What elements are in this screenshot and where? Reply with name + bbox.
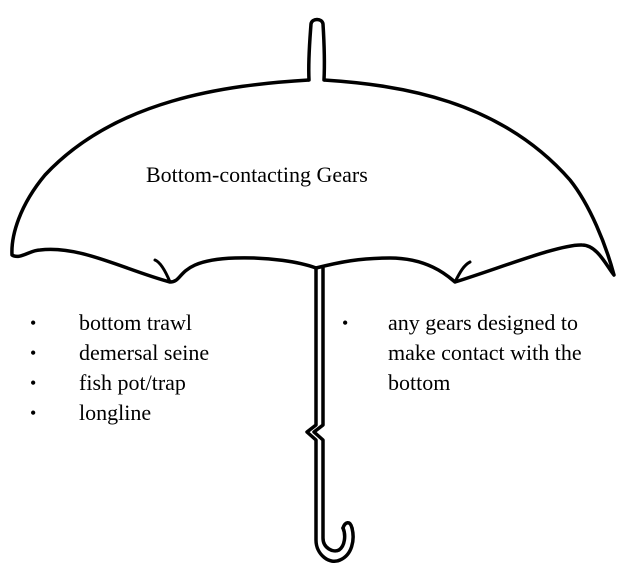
list-item: • any gears designed to make contact wit… [342, 308, 588, 398]
left-gear-list: • bottom trawl • demersal seine • fish p… [30, 308, 209, 428]
bullet-icon: • [30, 368, 79, 398]
list-item-text: demersal seine [79, 338, 209, 368]
list-item-text: any gears designed to make contact with … [388, 308, 588, 398]
list-item: • bottom trawl [30, 308, 209, 338]
list-item: • fish pot/trap [30, 368, 209, 398]
list-item-text: bottom trawl [79, 308, 192, 338]
list-item-text: longline [79, 398, 151, 428]
bullet-icon: • [30, 308, 79, 338]
diagram-title: Bottom-contacting Gears [146, 160, 368, 190]
list-item-text: fish pot/trap [79, 368, 186, 398]
right-gear-list: • any gears designed to make contact wit… [342, 308, 588, 398]
bullet-icon: • [30, 398, 79, 428]
bullet-icon: • [342, 308, 388, 338]
bullet-icon: • [30, 338, 79, 368]
list-item: • demersal seine [30, 338, 209, 368]
list-item: • longline [30, 398, 209, 428]
